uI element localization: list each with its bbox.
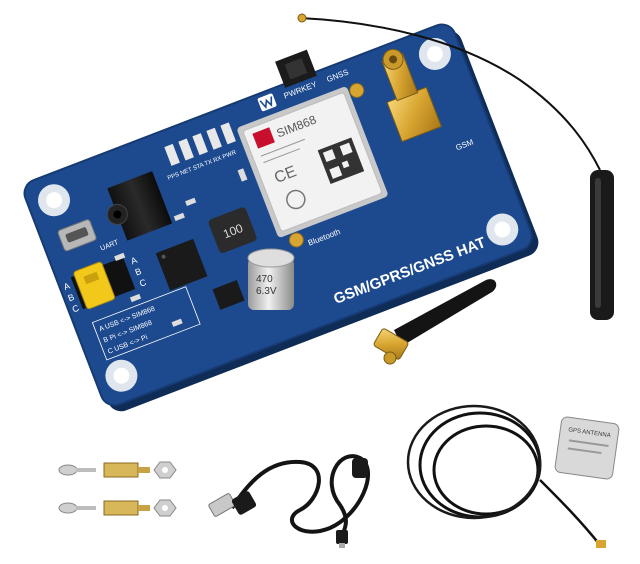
- screw: [58, 464, 96, 476]
- electrolytic-capacitor: 470 6.3V: [247, 248, 295, 310]
- gsm-flex-antenna: [297, 13, 614, 320]
- mounting-hole: [418, 37, 451, 70]
- screw: [58, 502, 96, 514]
- usb-cable: [208, 454, 371, 548]
- jumper-c: C: [71, 303, 81, 315]
- gps-antenna: GPS ANTENNA: [406, 404, 620, 548]
- gsm-stub-antenna: [373, 279, 497, 365]
- nut: [153, 461, 177, 479]
- ic-chip: [155, 238, 208, 291]
- standoff: [103, 500, 150, 516]
- cap-voltage: 6.3V: [256, 286, 277, 297]
- jumper-c-right: C: [138, 277, 148, 289]
- hardware-kit: [58, 461, 177, 517]
- inductor-label: 100: [221, 221, 245, 241]
- hat-board: GSM/GPRS/GNSS HAT SIM868 CE PPS NET STA …: [23, 23, 539, 412]
- gps-antenna-label: GPS ANTENNA: [568, 427, 611, 439]
- mounting-hole: [38, 184, 71, 217]
- jumper-b-right: B: [134, 266, 143, 277]
- jumper-a-right: A: [129, 255, 138, 266]
- uart-jumper: A B C A B C: [62, 255, 148, 315]
- sim868-module: SIM868 CE: [237, 86, 388, 238]
- jumper-a: A: [62, 281, 71, 292]
- waveshare-logo: [257, 93, 277, 112]
- pwrkey-button: PWRKEY: [275, 49, 319, 101]
- standoff: [103, 462, 150, 478]
- ipex-connector: [349, 82, 365, 98]
- bluetooth-antenna: [288, 232, 304, 248]
- ic-chip: [212, 280, 245, 310]
- ce-mark: CE: [272, 163, 299, 187]
- cap-value: 470: [256, 274, 273, 285]
- micro-usb-port: UART: [57, 219, 120, 253]
- audio-jack: [106, 171, 173, 241]
- cert-mark: [286, 189, 306, 210]
- jumper-b: B: [66, 292, 75, 303]
- inductor: 100: [208, 207, 257, 253]
- sma-connector: [381, 48, 442, 143]
- mounting-hole: [105, 359, 138, 392]
- mounting-hole: [486, 213, 519, 246]
- nut: [153, 499, 177, 517]
